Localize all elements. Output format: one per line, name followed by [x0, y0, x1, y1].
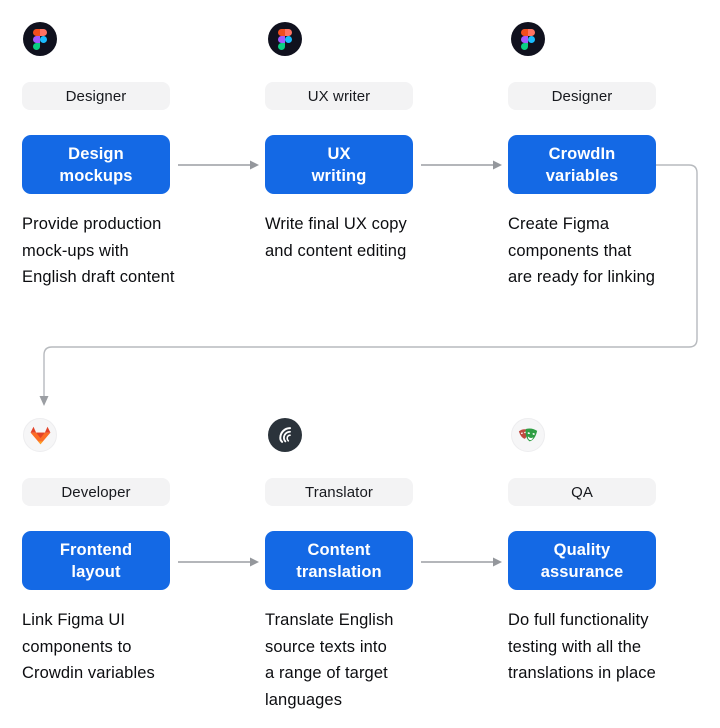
content-translation-node: Content translation [265, 531, 413, 590]
arrow-step1-step2 [178, 160, 259, 170]
role-badge: Designer [508, 82, 656, 110]
step-description: Write final UX copy and content editing [265, 215, 407, 260]
role-label: Designer [65, 87, 127, 105]
arrow-step2-step3 [421, 160, 502, 170]
playwright-masks-icon [511, 418, 545, 452]
crowdin-icon [268, 418, 302, 452]
role-label: QA [571, 483, 593, 501]
figma-icon [268, 22, 302, 56]
figma-icon [511, 22, 545, 56]
arrow-step5-step6 [421, 557, 502, 567]
role-label: Translator [305, 483, 373, 501]
crowdin-variables-node: CrowdIn variables [508, 135, 656, 194]
figma-icon [23, 22, 57, 56]
role-label: Designer [551, 87, 613, 105]
arrow-step3-step4-wrap [39, 164, 698, 406]
role-badge: UX writer [265, 82, 413, 110]
role-label: UX writer [307, 87, 371, 105]
frontend-layout-node: Frontend layout [22, 531, 170, 590]
quality-assurance-node: Quality assurance [508, 531, 656, 590]
design-mockups-node: Design mockups [22, 135, 170, 194]
step-description: Create Figma components that are ready f… [508, 215, 656, 286]
gitlab-icon [23, 418, 57, 452]
arrow-step4-step5 [178, 557, 259, 567]
role-badge: Developer [22, 478, 170, 506]
step-description: Link Figma UI components to Crowdin vari… [22, 611, 155, 682]
role-label: Developer [61, 483, 131, 501]
role-badge: Translator [265, 478, 413, 506]
ux-writing-node: UX writing [265, 135, 413, 194]
step-description: Provide production mock-ups with English… [22, 215, 175, 286]
role-badge: QA [508, 478, 656, 506]
step-description: Translate English source texts into a ra… [265, 611, 394, 709]
role-badge: Designer [22, 82, 170, 110]
step-description: Do full functionality testing with all t… [508, 611, 656, 682]
